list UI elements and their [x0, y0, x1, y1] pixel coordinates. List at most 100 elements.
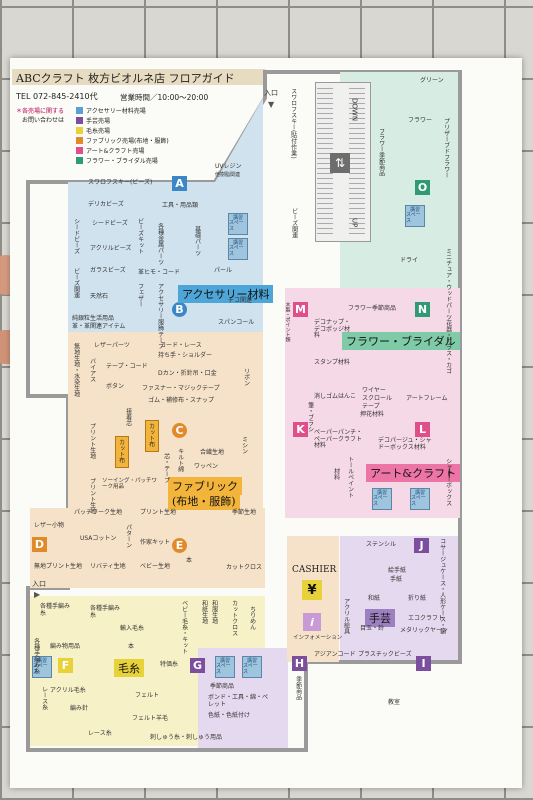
item-acryl-yarn: アクリル毛糸	[50, 687, 86, 694]
art-zone-label: アート&クラフト	[366, 464, 461, 482]
item-cutcross2: カットクロス	[230, 600, 238, 636]
classroom-space-l2: 講習スペース	[410, 488, 430, 510]
item-material: 材料	[332, 468, 340, 480]
item-flower: フラワー	[408, 117, 433, 124]
item-acryl: アクリルビーズ	[90, 245, 132, 252]
page-title: ABCクラフト 枚方ビオルネ店 フロアガイド	[16, 72, 235, 85]
item-kawahimo: 革ヒモ・コード	[138, 269, 181, 276]
classroom-space-g1: 講習スペース	[215, 656, 235, 678]
item-ehuse: 絵手紙	[388, 567, 407, 574]
legend: アクセサリー材料売場 手芸売場 毛糸売場 ファブリック売場(布地・服飾) アート…	[76, 105, 169, 165]
item-mesh: 目玉・鈴	[360, 625, 385, 632]
yarn-zone-label: 毛糸	[114, 659, 144, 677]
item-decopage: デコパージュ・シャドーボックス材料	[378, 437, 432, 451]
item-washi: 和紙生地	[200, 600, 208, 624]
item-plastic: プラスチックビーズ	[358, 651, 412, 658]
item-felt-wool: フェルト羊毛	[132, 715, 169, 722]
item-hon: 本	[186, 557, 193, 564]
item-kakushu2: 各種手編み糸	[90, 605, 121, 619]
shugei-zone-label: 手芸	[365, 609, 395, 627]
item-baby-yarn: ベビー毛糸・キット	[180, 600, 188, 654]
section-n-badge: N	[415, 302, 430, 317]
item-dkan: Dカン・折針吊・口金	[158, 370, 217, 377]
legend-item-accessory: アクセサリー材料売場	[76, 105, 169, 115]
item-hon2: 本	[128, 643, 135, 650]
item-deli: デリカビーズ	[88, 201, 124, 208]
item-gomu: ゴム・補修布・スナップ	[148, 397, 215, 404]
section-o-badge: O	[415, 180, 430, 195]
item-kisetsu: 季節商品	[210, 683, 235, 690]
item-mini: ミニチュア・ウッドパーツ	[444, 248, 452, 320]
section-a-badge: A	[172, 176, 187, 191]
section-h-badge: H	[292, 656, 307, 671]
title-banner	[12, 69, 266, 85]
item-wafuku: 和服生地	[210, 600, 218, 624]
item-kisetsu-cloth: 季節生地	[232, 509, 257, 516]
item-usa: USAコットン	[80, 535, 117, 542]
item-origami: 折り紙	[408, 595, 427, 602]
item-chain: 持ち手・ショルダー	[158, 352, 213, 359]
section-l-badge: L	[415, 422, 430, 437]
item-stencil: ステンシル	[366, 541, 397, 548]
section-c-badge: C	[172, 423, 187, 438]
item-printcloth2: プリント生地	[140, 509, 177, 516]
item-amibari: 編み針	[70, 705, 89, 712]
item-kanagu: 各種金属パーツ	[156, 223, 164, 265]
note-line-1: ＊各売場に関する	[16, 108, 65, 115]
item-bond: ボンド・工具・綿・ペレット	[208, 694, 269, 708]
item-sewing: ソーイング・パッチワーク用品	[102, 478, 158, 491]
section-e-badge: E	[172, 538, 187, 553]
floor-guide-sheet: ABCクラフト 枚方ビオルネ店 フロアガイド TEL 072-845-2410代…	[10, 58, 522, 788]
item-kabin: 花器・ガラス・カゴ	[444, 320, 452, 374]
information-label: インフォメーション	[293, 635, 343, 641]
item-seed: シードビーズ	[92, 220, 128, 227]
classroom-space-l1: 講習スペース	[372, 488, 392, 510]
item-brush: 筆・ブラシ	[306, 402, 314, 432]
item-asian: アジアンコード	[314, 651, 356, 658]
item-mujishi: 無地生地・水染生地	[72, 343, 80, 397]
flower-event-label: フラワー季節商品	[377, 128, 385, 176]
item-artframe: アートフレーム	[406, 395, 448, 402]
item-seed-v: シードビーズ	[72, 218, 80, 254]
item-cutcross: カットクロス	[226, 564, 263, 571]
item-metallic: メタリックヤーン	[400, 627, 448, 634]
item-cosage: コサージュケース・人形ケース・額	[438, 538, 446, 634]
item-amikomi: 編み物用品	[50, 643, 81, 650]
cutcloth-box-2	[145, 420, 159, 452]
note-line-2: お問い合わせは	[22, 117, 65, 124]
escalator-icon: ⇅	[330, 153, 350, 173]
item-reesu: レース糸	[88, 730, 112, 737]
opening-hours: 営業時間／10:00～20:00	[120, 93, 209, 102]
item-sakka: 作家キット	[140, 539, 171, 546]
item-katchen: ビーズ関連	[72, 268, 80, 298]
item-deco: デコ関連	[228, 297, 253, 304]
escalator-down-label: DOWN	[350, 98, 359, 122]
section-i-badge: I	[416, 656, 431, 671]
item-tools: 工具・用品類	[162, 202, 199, 209]
item-green: グリーン	[420, 77, 444, 84]
item-wasi2: 和紙	[368, 595, 381, 602]
item-stamp: 接着芯	[124, 408, 132, 426]
classroom-space-a2: 講習スペース	[228, 238, 248, 260]
legend-item-art: アート&クラフト売場	[76, 145, 169, 155]
item-glass: ガラスビーズ	[90, 267, 126, 274]
legend-item-flower: フラワー・ブライダル売場	[76, 155, 169, 165]
fabric-zone-label-2: (布地・服飾)	[168, 492, 240, 510]
item-tegami: 手紙	[390, 576, 403, 583]
item-tokkai: 特価糸	[160, 661, 179, 668]
item-hitsuji: 革・革関連アイテム	[72, 323, 126, 330]
section-m-badge: M	[293, 302, 308, 317]
item-yunyu: 輸入毛糸	[120, 625, 145, 632]
section-f-badge: F	[58, 658, 73, 673]
item-acryl-paint: アクリル絵具	[342, 598, 350, 634]
item-kakushu1: 各種手編み糸	[40, 603, 71, 617]
item-chirimen: ちりめん	[248, 606, 256, 630]
item-shinnen: 芯・テープ	[162, 453, 170, 483]
item-wappen: ワッペン	[194, 463, 219, 470]
item-lace-parts: レザーパーツ	[94, 342, 130, 349]
item-beads-kit: ビーズキット	[136, 218, 144, 254]
item-patch: パッチワーク生地	[74, 509, 123, 516]
section-g-badge: G	[190, 658, 205, 673]
cutcloth-box-1	[115, 436, 129, 468]
item-ecocraft: エコクラフト	[408, 615, 445, 622]
